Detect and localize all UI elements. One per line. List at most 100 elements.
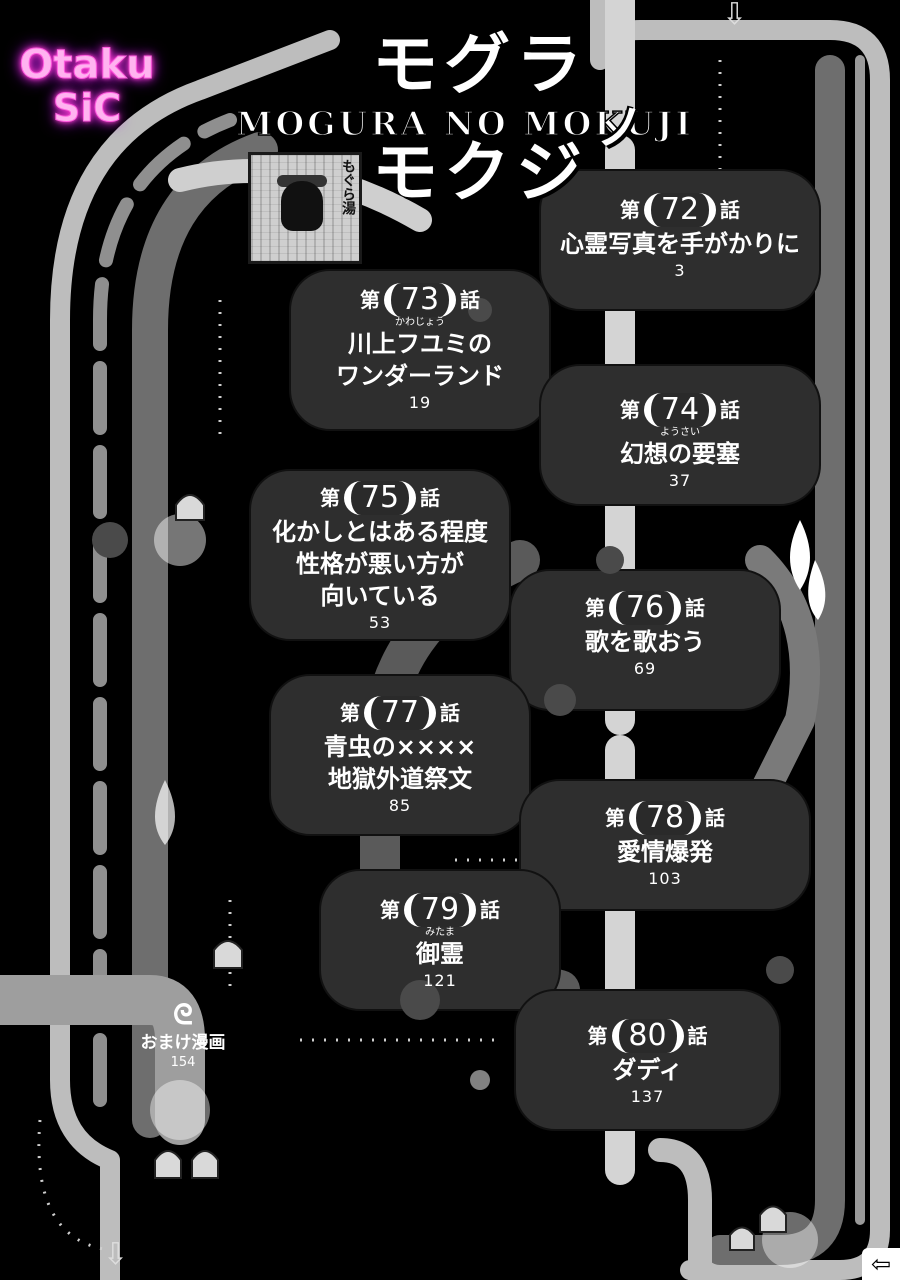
otaku-sic-logo: Otaku SiC xyxy=(12,28,162,138)
chapter-title: ワンダーランド xyxy=(336,362,504,390)
chapter-title: 幻想の要塞 xyxy=(620,440,740,468)
chapter-number: 77 xyxy=(364,695,436,730)
wisp-flame-3 xyxy=(155,780,175,845)
jellyfish-2 xyxy=(213,940,243,969)
mid-track-2 xyxy=(705,55,845,1265)
title-connector: ノ xyxy=(596,100,651,156)
panel-80 xyxy=(514,989,781,1131)
chapter-number: 76 xyxy=(609,590,681,625)
chapter-title: 青虫の×××× xyxy=(323,733,477,761)
chapter-number: 73 xyxy=(384,282,456,317)
chapter-page-number: 121 xyxy=(423,971,457,990)
arrow-down-icon: ⇩ xyxy=(722,0,748,32)
chapter-prefix: 第 xyxy=(360,288,380,312)
chapter-page-number: 85 xyxy=(388,796,412,815)
panel-72 xyxy=(539,169,821,311)
chapter-suffix: 話 xyxy=(687,1024,708,1048)
logo-line-2: SiC xyxy=(52,86,122,131)
chapter-page-number: 37 xyxy=(668,471,692,490)
glow-burst-4 xyxy=(470,1070,490,1090)
chapter-page-number: 19 xyxy=(408,393,432,412)
chapter-prefix: 第 xyxy=(320,486,340,510)
arrow-down-icon: ⇩ xyxy=(103,1237,129,1272)
chapter-number: 80 xyxy=(611,1018,684,1053)
glow-burst-2 xyxy=(150,1080,210,1140)
flame-icon: ᘓ xyxy=(173,998,193,1031)
chapter-title: 化かしとはある程度 xyxy=(272,518,488,546)
mid-track xyxy=(132,132,278,1138)
chapter-title: 歌を歌おう xyxy=(585,628,705,656)
chapter-number: 74 xyxy=(644,392,716,427)
chapter-number: 79 xyxy=(404,892,476,927)
outer-track-2 xyxy=(50,30,340,1280)
chapter-ruby: みたま xyxy=(425,927,455,938)
chapter-suffix: 話 xyxy=(705,806,725,830)
panel-75 xyxy=(249,469,511,641)
bonus-manga-entry[interactable]: ᘓ おまけ漫画 154 xyxy=(128,998,238,1072)
jellyfish-4 xyxy=(191,1150,219,1179)
chapter-page-number: 69 xyxy=(633,659,657,678)
chapter-prefix: 第 xyxy=(585,596,605,620)
bottom-right-bend xyxy=(648,1138,712,1280)
chapter-prefix: 第 xyxy=(380,898,400,922)
chapter-page-number: 137 xyxy=(630,1087,665,1106)
title-bottom: モクジ xyxy=(372,134,588,211)
back-arrow-icon[interactable]: ⇦ xyxy=(862,1248,900,1280)
chapter-title: 地獄外道祭文 xyxy=(328,765,472,793)
title-top: モグラ xyxy=(372,26,588,103)
chapter-number: 75 xyxy=(344,480,416,515)
sign-text: もぐら湯 xyxy=(340,159,356,215)
jellyfish-1 xyxy=(175,494,205,521)
chapter-page-number: 53 xyxy=(368,613,392,632)
bonus-page: 154 xyxy=(170,1055,196,1070)
chapter-prefix: 第 xyxy=(620,198,640,222)
chapter-suffix: 話 xyxy=(440,701,460,725)
panel-77 xyxy=(269,674,531,836)
chapter-prefix: 第 xyxy=(620,398,640,422)
glow-burst-1 xyxy=(154,514,206,566)
chapter-prefix: 第 xyxy=(587,1024,608,1048)
chapter-suffix: 話 xyxy=(685,596,705,620)
chapter-ruby: ようさい xyxy=(660,427,700,438)
chapter-suffix: 話 xyxy=(460,288,480,312)
bonus-title: おまけ漫画 xyxy=(140,1033,226,1053)
panel-76 xyxy=(509,569,781,711)
chapter-title: 川上フユミの xyxy=(348,330,492,358)
chapter-title: 性格が悪い方が xyxy=(296,550,464,578)
chapter-prefix: 第 xyxy=(340,701,360,725)
chapter-suffix: 話 xyxy=(720,398,740,422)
chapter-number: 78 xyxy=(629,800,701,835)
chapter-suffix: 話 xyxy=(720,198,740,222)
chapter-title: 向いている xyxy=(320,582,440,610)
wisp-flame-1 xyxy=(790,520,810,590)
mole-figure-icon xyxy=(281,181,323,231)
wisp-flame-2 xyxy=(808,560,826,620)
chapter-prefix: 第 xyxy=(605,806,625,830)
chapter-title: ダディ xyxy=(612,1056,683,1084)
panel-79 xyxy=(319,869,561,1011)
chapter-number: 72 xyxy=(644,192,716,227)
chapter-title: 御霊 xyxy=(416,940,464,968)
chapter-suffix: 話 xyxy=(480,898,500,922)
jellyfish-5 xyxy=(759,1205,787,1233)
jellyfish-3 xyxy=(154,1150,182,1179)
inner-track xyxy=(93,113,237,1107)
title-roman-text: MOGURA NO MOKUJI xyxy=(235,103,694,144)
